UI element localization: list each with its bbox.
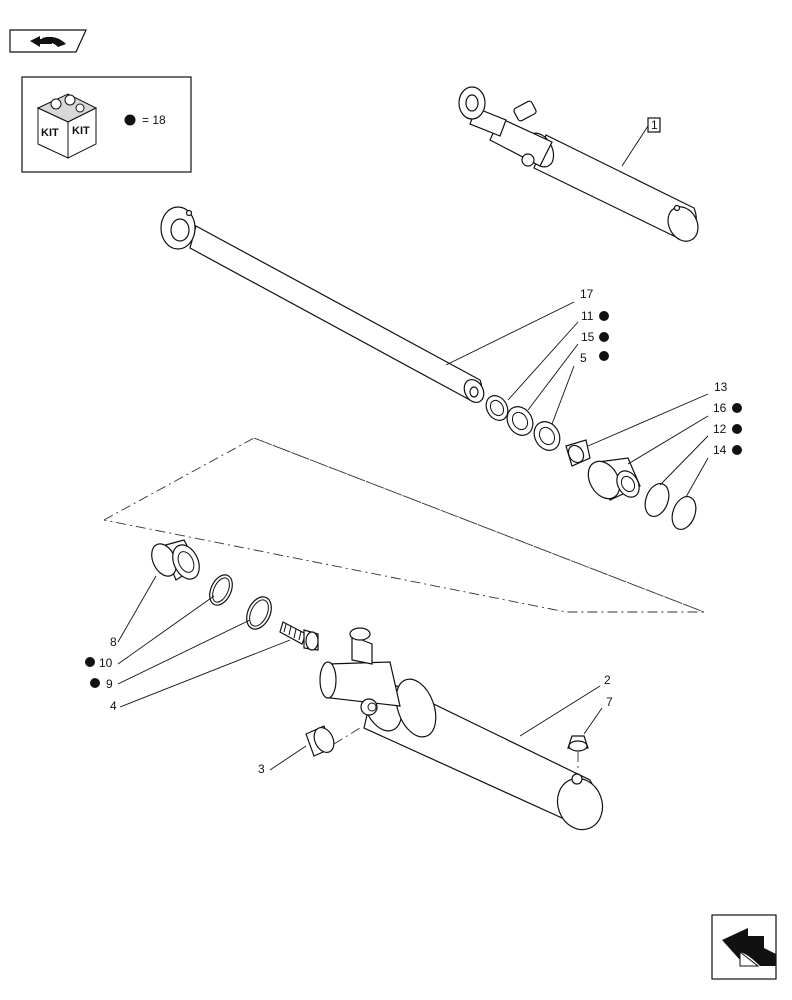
- part-4-screw: [279, 621, 319, 651]
- leader-10: [117, 595, 215, 665]
- callout-1: 1: [651, 118, 658, 132]
- next-page-arrow-icon: [722, 928, 776, 967]
- kit-dot-16: [732, 403, 742, 413]
- leader-17: [445, 301, 575, 366]
- callout-16: 16: [713, 401, 727, 415]
- kit-box-icon: KIT KIT: [36, 93, 98, 159]
- nav-prev-button[interactable]: [9, 29, 87, 53]
- leader-4: [119, 639, 291, 708]
- callout-11: 11: [581, 309, 594, 323]
- kit-label-left: KIT: [41, 127, 59, 139]
- kit-legend: KIT KIT = 18: [21, 76, 192, 173]
- leader-9: [117, 619, 251, 685]
- leader-2: [519, 685, 601, 737]
- leader-11: [507, 321, 579, 401]
- callout-12: 12: [713, 422, 727, 436]
- leader-5: [551, 365, 575, 425]
- callout-7: 7: [606, 695, 613, 709]
- callout-3: 3: [258, 762, 265, 776]
- part-8-piston: [151, 539, 200, 581]
- kit-label-right: KIT: [72, 125, 90, 137]
- part-15-wiper: [506, 406, 534, 436]
- callout-13: 13: [714, 380, 728, 394]
- part-7-grease-fitting: [567, 735, 589, 772]
- part-10-piston-seal: [209, 574, 233, 606]
- part-2-cylinder-barrel: [319, 627, 604, 831]
- part-3-bushing: [305, 725, 361, 757]
- prev-page-arrow-icon: [30, 36, 66, 47]
- callout-5: 5: [580, 351, 587, 365]
- callout-2: 2: [604, 673, 611, 687]
- callout-4: 4: [110, 699, 117, 713]
- nav-next-button[interactable]: [711, 914, 777, 980]
- callout-14: 14: [713, 443, 727, 457]
- leader-8: [117, 575, 157, 643]
- kit-dot-9: [90, 678, 100, 688]
- part-14-backup-ring: [671, 495, 697, 531]
- part-5-rod-seal: [533, 421, 561, 451]
- part-9-wear-ring: [246, 596, 272, 630]
- callout-8: 8: [110, 635, 117, 649]
- callout-15: 15: [581, 330, 595, 344]
- assembly-boundary: [103, 437, 705, 613]
- leader-16: [627, 415, 709, 465]
- leader-15: [527, 343, 579, 411]
- callout-box-1: [647, 117, 661, 133]
- kit-dot-10: [85, 657, 95, 667]
- kit-dot-15: [599, 332, 609, 342]
- kit-dot-12: [732, 424, 742, 434]
- leader-13: [587, 393, 709, 447]
- cylinder-assembly-complete: [458, 86, 699, 242]
- kit-dot-icon: [124, 114, 136, 126]
- leader-1: [621, 125, 649, 167]
- part-16-gland: [587, 457, 641, 501]
- part-12-oring: [644, 482, 670, 518]
- callout-17: 17: [580, 287, 594, 301]
- kit-dot-11: [599, 311, 609, 321]
- callout-10: 10: [99, 656, 113, 670]
- callout-9: 9: [106, 677, 113, 691]
- kit-dot-5: [599, 351, 609, 361]
- leader-12: [659, 435, 709, 486]
- kit-dot-14: [732, 445, 742, 455]
- kit-equals-text: = 18: [142, 113, 166, 127]
- leader-7: [583, 707, 603, 735]
- piston-rod: [160, 206, 485, 404]
- leader-3: [269, 745, 307, 771]
- leader-14: [685, 457, 709, 498]
